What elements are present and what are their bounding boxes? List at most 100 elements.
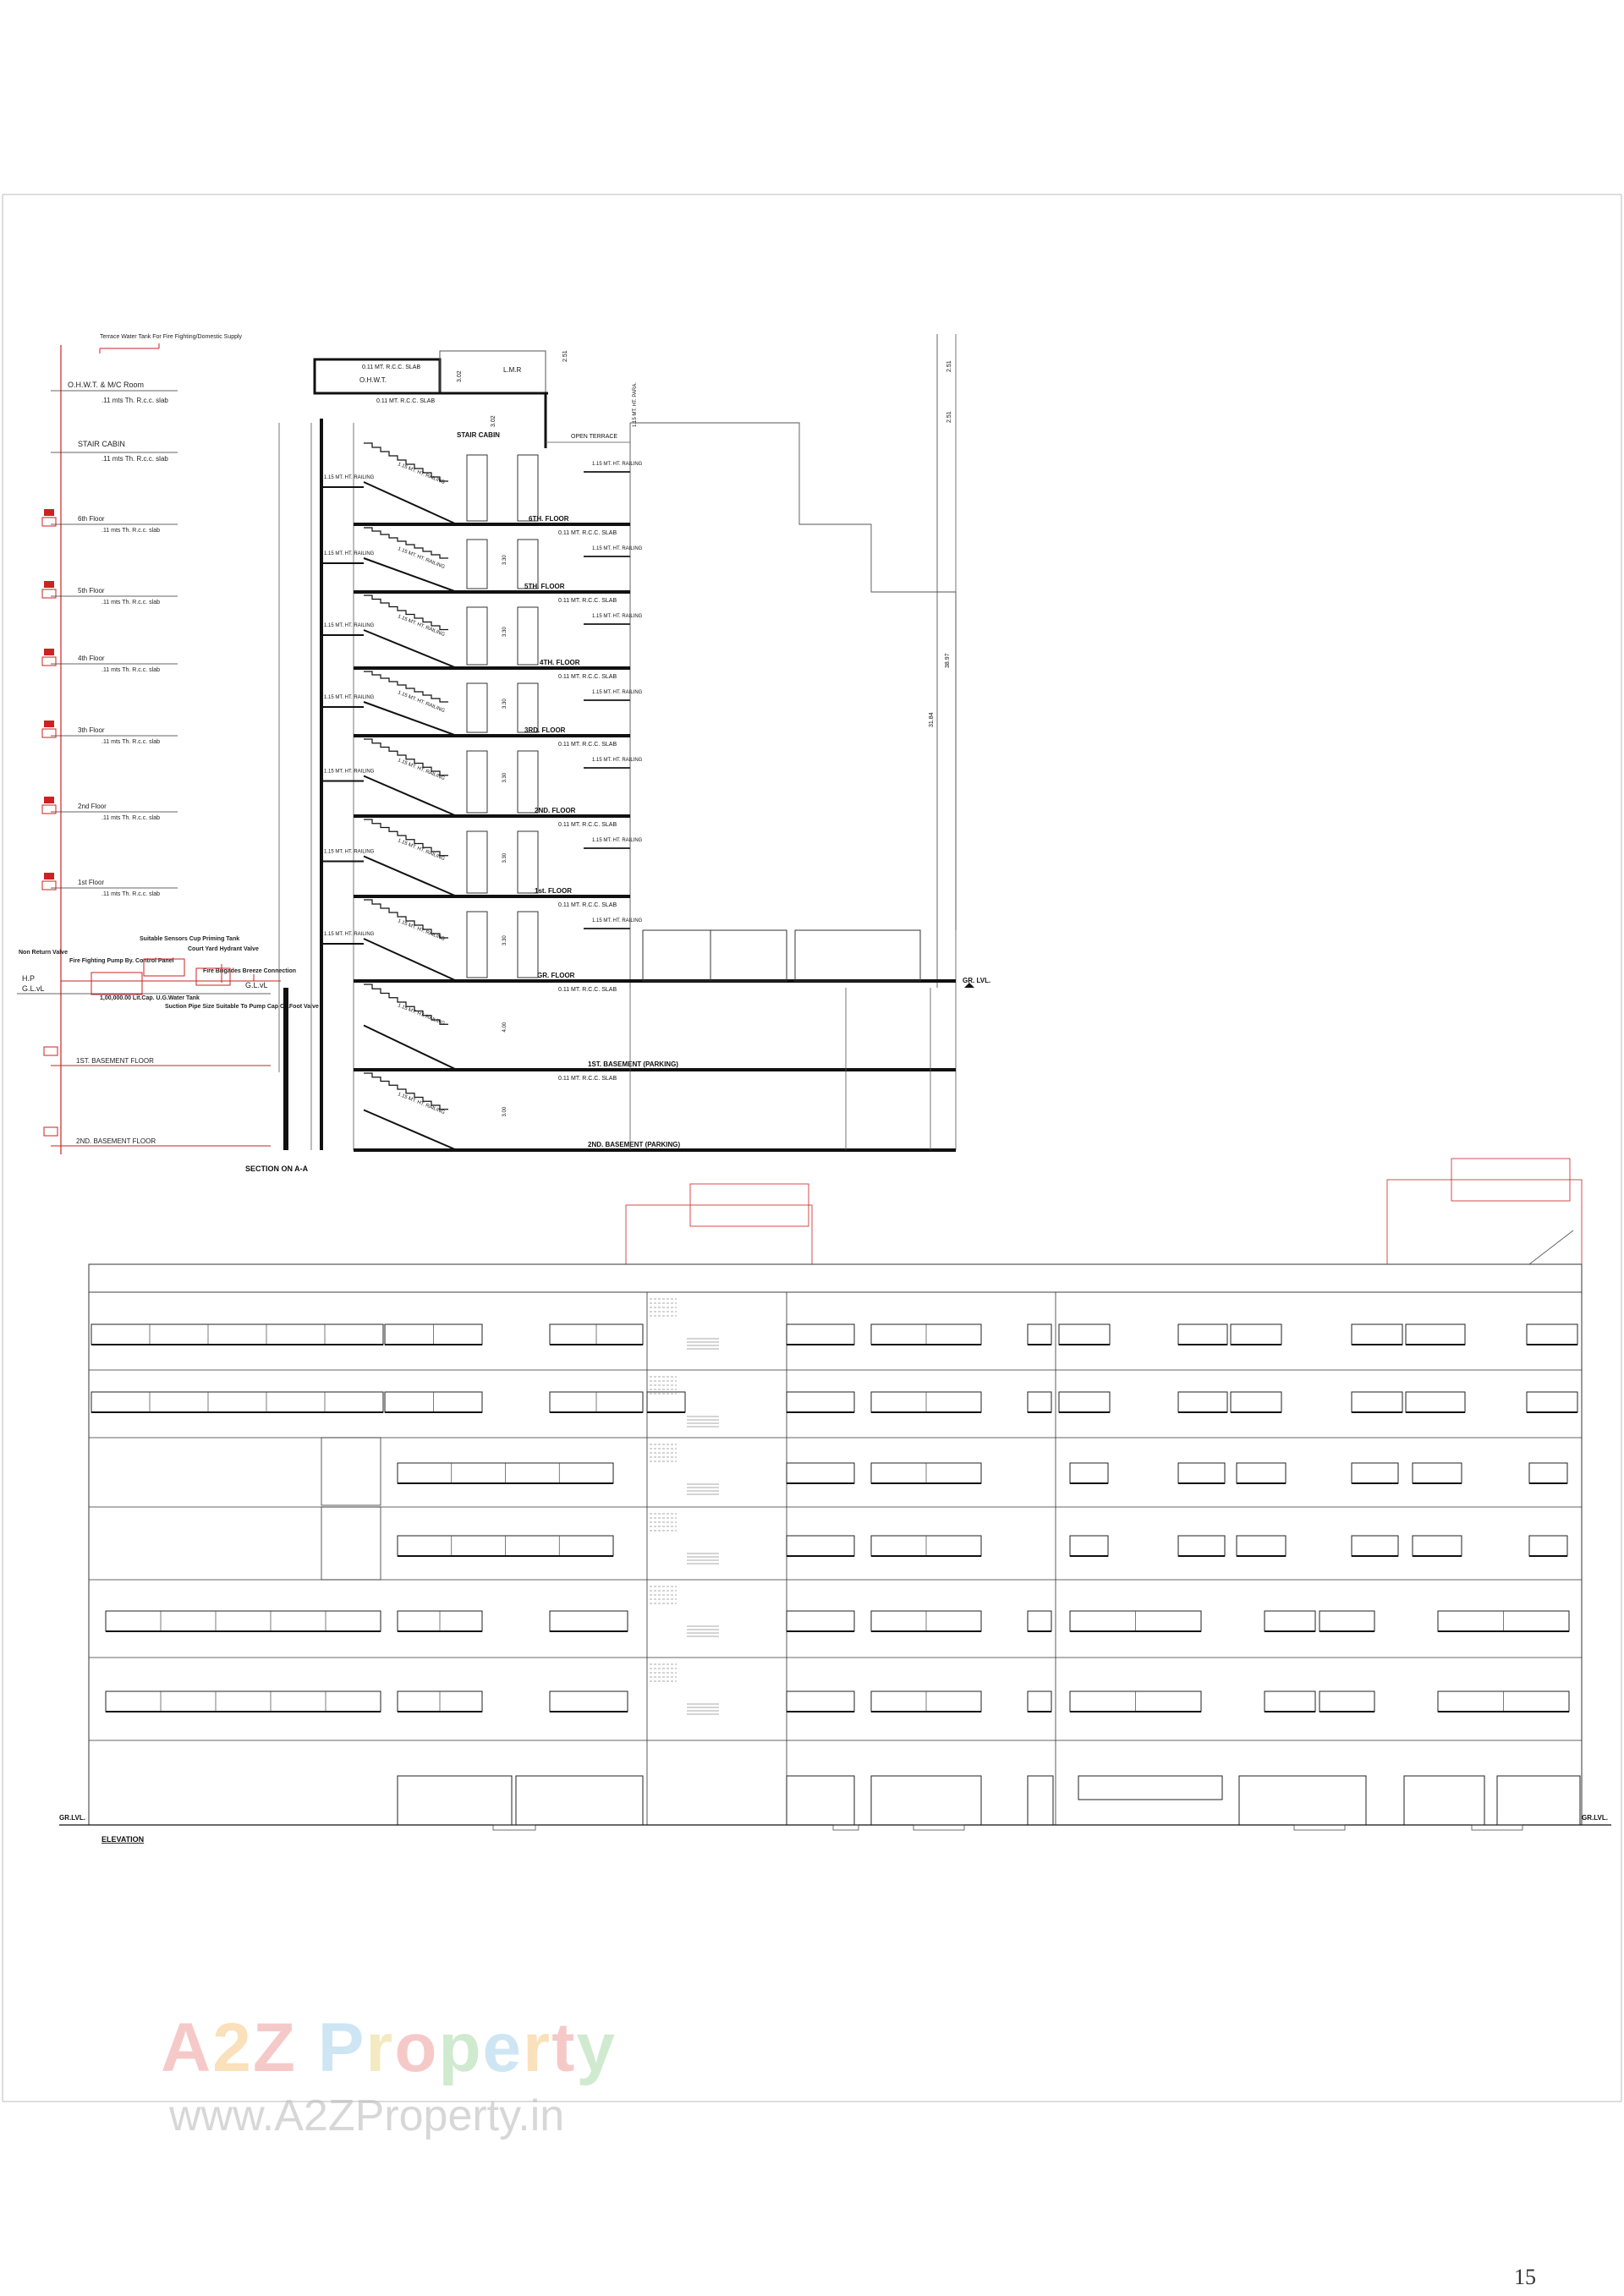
section-floor-label: 4TH. FLOOR <box>540 659 580 666</box>
railing-note: 1.15 MT. HT. RAILING <box>397 546 446 570</box>
railing-note-right: 1.15 MT. HT. RAILING <box>592 614 643 619</box>
section-floor-label: 1ST. BASEMENT (PARKING) <box>588 1060 678 1068</box>
svg-text:Fire Fighting Pump By. Control: Fire Fighting Pump By. Control Panel <box>69 958 174 964</box>
fire-floor-label: 6th Floor <box>78 515 105 523</box>
fire-slab-note: .11 mts Th. R.c.c. slab <box>102 528 160 534</box>
section-slab-label: 0.11 MT. R.C.C. SLAB <box>558 822 617 828</box>
lmr-box <box>439 350 546 394</box>
fire-slab-note: .11 mts Th. R.c.c. slab <box>102 667 160 673</box>
section-slab-label: 0.11 MT. R.C.C. SLAB <box>558 598 617 604</box>
watermark-logo: A2Z Property <box>161 2009 617 2086</box>
svg-text:L.M.R: L.M.R <box>503 366 522 374</box>
svg-text:STAIR CABIN: STAIR CABIN <box>457 431 500 439</box>
svg-text:3.30: 3.30 <box>502 935 508 945</box>
railing-note: 1.15 MT. HT. RAILING <box>397 838 446 862</box>
fire-ohwt-room: O.H.W.T. & M/C Room <box>68 381 144 389</box>
fire-stair-cabin: STAIR CABIN <box>78 440 125 448</box>
svg-text:Fire Brigades Breeze Connectio: Fire Brigades Breeze Connection <box>203 968 296 974</box>
svg-text:3.30: 3.30 <box>502 627 508 637</box>
railing-note-left: 1.15 MT. HT. RAILING <box>324 475 375 480</box>
page-number: 15 <box>1514 2265 1536 2289</box>
svg-text:0.11 MT. R.C.C. SLAB: 0.11 MT. R.C.C. SLAB <box>362 364 420 370</box>
railing-note-right: 1.15 MT. HT. RAILING <box>592 462 643 467</box>
svg-text:G.L.vL: G.L.vL <box>245 981 268 989</box>
fire-basement-label: 1ST. BASEMENT FLOOR <box>76 1057 154 1065</box>
elev-gr-lvl-left: GR.LVL. <box>59 1814 85 1822</box>
fire-floor-label: 1st Floor <box>78 879 104 886</box>
section-floor-label: 3RD. FLOOR <box>524 726 566 734</box>
fire-fighting-diagram: Terrace Water Tank For Fire Fighting/Dom… <box>17 334 319 1154</box>
section-slab-label: 0.11 MT. R.C.C. SLAB <box>558 902 617 908</box>
section-floor-label: 6TH. FLOOR <box>529 515 569 523</box>
svg-text:3.30: 3.30 <box>502 852 508 863</box>
railing-note-right: 1.15 MT. HT. RAILING <box>592 838 643 843</box>
watermark-url: www.A2ZProperty.in <box>169 2091 565 2140</box>
svg-text:Suitable Sensors Cup Priming T: Suitable Sensors Cup Priming Tank <box>140 936 239 942</box>
fire-tank-note: Terrace Water Tank For Fire Fighting/Dom… <box>100 334 243 340</box>
railing-note-left: 1.15 MT. HT. RAILING <box>324 551 375 556</box>
section-floor-label: 2ND. BASEMENT (PARKING) <box>588 1141 681 1148</box>
svg-text:4.00: 4.00 <box>502 1022 508 1032</box>
fire-basement-label: 2ND. BASEMENT FLOOR <box>76 1137 156 1145</box>
svg-text:2.51: 2.51 <box>562 350 568 362</box>
svg-text:3.30: 3.30 <box>502 772 508 782</box>
wm-letter-z: Z <box>252 2009 297 2086</box>
fire-slab-note: .11 mts Th. R.c.c. slab <box>102 739 160 745</box>
elevation: GR.LVL. GR.LVL. ELEVATION <box>59 1158 1611 1844</box>
fire-slab-cabin: .11 mts Th. R.c.c. slab <box>102 455 168 463</box>
railing-note-left: 1.15 MT. HT. RAILING <box>324 695 375 700</box>
railing-note-left: 1.15 MT. HT. RAILING <box>324 850 375 855</box>
section-a-a: 0.11 MT. R.C.C. SLAB O.H.W.T. L.M.R 0.11… <box>245 334 990 1173</box>
wm-letter-a: A <box>161 2009 213 2086</box>
svg-text:2.51: 2.51 <box>946 360 952 372</box>
section-gr-lvl: GR. LVL. <box>963 977 990 984</box>
fire-slab-top: .11 mts Th. R.c.c. slab <box>102 397 168 404</box>
svg-text:OPEN TERRACE: OPEN TERRACE <box>571 434 617 440</box>
railing-note-right: 1.15 MT. HT. RAILING <box>592 758 643 763</box>
railing-note-left: 1.15 MT. HT. RAILING <box>324 932 375 937</box>
wm-letter-2: 2 <box>212 2009 253 2086</box>
section-slab-label: 0.11 MT. R.C.C. SLAB <box>558 1076 617 1082</box>
svg-text:3.02: 3.02 <box>491 415 497 427</box>
svg-text:H.P: H.P <box>22 974 35 983</box>
fire-slab-note: .11 mts Th. R.c.c. slab <box>102 600 160 606</box>
section-floor-label: GR. FLOOR <box>537 972 575 979</box>
section-floor-label: 2ND. FLOOR <box>535 807 576 814</box>
fire-slab-note: .11 mts Th. R.c.c. slab <box>102 891 160 897</box>
svg-text:2.51: 2.51 <box>946 411 952 423</box>
sheet-frame <box>2 194 1622 2102</box>
svg-text:0.11 MT. R.C.C. SLAB: 0.11 MT. R.C.C. SLAB <box>376 398 435 404</box>
fire-slab-note: .11 mts Th. R.c.c. slab <box>102 815 160 821</box>
section-floor-label: 5TH. FLOOR <box>524 583 565 590</box>
railing-note-right: 1.15 MT. HT. RAILING <box>592 690 643 695</box>
fire-floor-label: 2nd Floor <box>78 803 107 810</box>
railing-note: 1.15 MT. HT. RAILING <box>397 1003 446 1027</box>
section-title: SECTION ON A-A <box>245 1164 309 1173</box>
section-slab-label: 0.11 MT. R.C.C. SLAB <box>558 674 617 680</box>
elevation-title: ELEVATION <box>102 1835 144 1844</box>
section-slab-label: 0.11 MT. R.C.C. SLAB <box>558 742 617 748</box>
fire-floor-label: 4th Floor <box>78 655 105 662</box>
railing-note: 1.15 MT. HT. RAILING <box>397 462 446 485</box>
railing-note-right: 1.15 MT. HT. RAILING <box>592 546 643 551</box>
svg-text:38.97: 38.97 <box>945 653 951 668</box>
railing-note-left: 1.15 MT. HT. RAILING <box>324 623 375 628</box>
svg-text:Suction Pipe Size Suitable To: Suction Pipe Size Suitable To Pump Cap C… <box>165 1004 319 1010</box>
railing-note-left: 1.15 MT. HT. RAILING <box>324 770 375 775</box>
fire-floor-label: 3th Floor <box>78 726 105 734</box>
railing-note: 1.15 MT. HT. RAILING <box>397 918 446 942</box>
svg-text:3.00: 3.00 <box>502 1106 508 1116</box>
pump-room: Non Return Valve Fire Fighting Pump By. … <box>17 936 319 1010</box>
svg-text:3.30: 3.30 <box>502 555 508 565</box>
section-floor-label: 1st. FLOOR <box>535 887 572 895</box>
svg-text:Non Return Valve: Non Return Valve <box>19 950 68 956</box>
section-slab-label: 0.11 MT. R.C.C. SLAB <box>558 530 617 536</box>
svg-text:G.L.vL: G.L.vL <box>22 984 45 993</box>
svg-text:1.15 MT. HT. PARA.: 1.15 MT. HT. PARA. <box>633 382 638 427</box>
svg-text:Court Yard Hydrant Valve: Court Yard Hydrant Valve <box>188 946 259 952</box>
railing-note: 1.15 MT. HT. RAILING <box>397 1092 446 1115</box>
elev-gr-lvl-right: GR.LVL. <box>1582 1814 1608 1822</box>
svg-text:3.02: 3.02 <box>457 370 463 382</box>
section-slab-label: 0.11 MT. R.C.C. SLAB <box>558 987 617 993</box>
